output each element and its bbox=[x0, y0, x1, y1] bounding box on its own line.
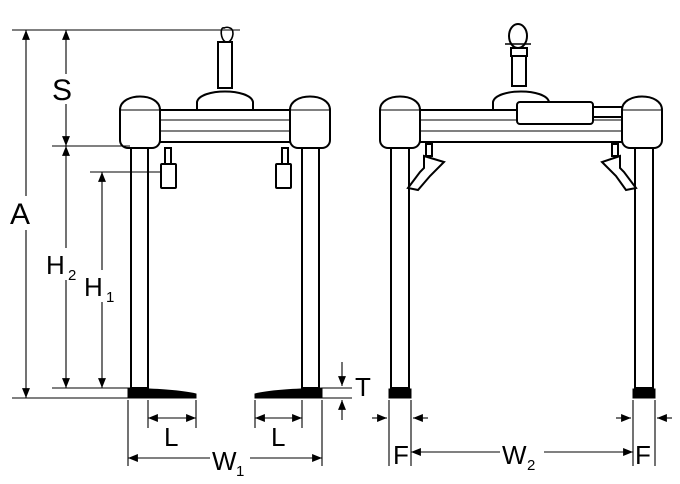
front-right-endcap bbox=[289, 95, 331, 149]
label-A: A bbox=[10, 198, 30, 231]
dimension-lines bbox=[12, 29, 672, 466]
side-left-leg bbox=[390, 147, 410, 389]
label-W2-subscript: 2 bbox=[527, 457, 535, 474]
side-cylinder bbox=[516, 101, 624, 125]
front-hook bbox=[217, 26, 234, 89]
front-right-fork bbox=[254, 387, 323, 399]
front-left-leg bbox=[130, 147, 149, 389]
label-L-right: L bbox=[271, 422, 285, 452]
front-left-fork bbox=[127, 387, 197, 399]
side-shackle bbox=[505, 23, 531, 87]
side-right-foot bbox=[632, 388, 656, 399]
label-F-right: F bbox=[635, 440, 651, 470]
label-H1-subscript: 1 bbox=[106, 289, 114, 306]
side-left-endcap bbox=[379, 95, 421, 149]
front-crossbeam bbox=[155, 109, 297, 143]
front-center-dome bbox=[196, 90, 254, 111]
front-right-leg bbox=[301, 147, 320, 389]
label-H2: H bbox=[46, 250, 65, 280]
side-right-endcap bbox=[621, 95, 663, 149]
side-left-foot bbox=[388, 388, 412, 399]
dimension-labels: S A H 2 H 1 L L T W 1 F F W 2 bbox=[8, 74, 652, 480]
label-W1: W bbox=[212, 446, 237, 476]
side-right-clamp bbox=[600, 143, 638, 192]
front-left-endcap bbox=[119, 95, 161, 149]
label-T: T bbox=[355, 372, 371, 402]
label-W2: W bbox=[502, 440, 527, 470]
label-S: S bbox=[52, 74, 72, 107]
side-left-clamp bbox=[406, 143, 446, 192]
label-H1: H bbox=[84, 272, 103, 302]
front-left-clamp bbox=[160, 147, 177, 189]
side-right-leg bbox=[634, 147, 654, 389]
label-L-left: L bbox=[164, 422, 178, 452]
label-H2-subscript: 2 bbox=[68, 267, 76, 284]
label-W1-subscript: 1 bbox=[236, 463, 244, 480]
front-right-clamp bbox=[275, 147, 292, 189]
side-view bbox=[379, 23, 663, 399]
front-view bbox=[119, 26, 331, 399]
label-F-left: F bbox=[393, 440, 409, 470]
